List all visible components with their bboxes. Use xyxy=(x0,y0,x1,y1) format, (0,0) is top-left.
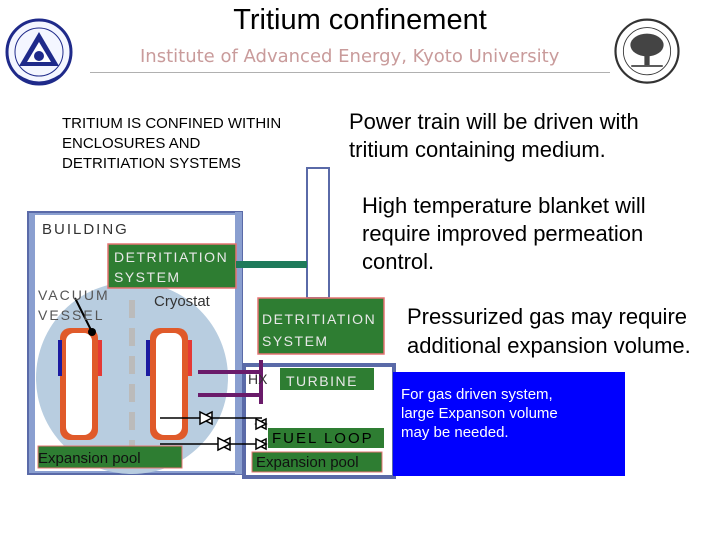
expansion-pool-1-label: Expansion pool xyxy=(38,450,141,467)
coil-blue-2 xyxy=(146,340,150,376)
pointer-dot xyxy=(88,328,96,336)
gas-system-note: For gas driven system, large Expanson vo… xyxy=(393,372,625,476)
blanket-statement: High temperature blanket will require im… xyxy=(362,192,646,276)
detritiation-2-label-line-1: DETRITIATION xyxy=(262,311,376,327)
detritiation-1-label-line-2: SYSTEM xyxy=(114,269,181,285)
confinement-line-3: DETRITIATION SYSTEMS xyxy=(62,155,241,172)
university-logo xyxy=(614,18,680,84)
building-label: BUILDING xyxy=(42,221,129,238)
note-line-1: For gas driven system, xyxy=(401,386,553,403)
valve-icon xyxy=(255,417,268,431)
expansion-pool-1 xyxy=(37,445,183,469)
coil-red-1 xyxy=(98,340,102,376)
pressurized-line-2: additional expansion volume. xyxy=(407,333,691,358)
blanket-line-2: require improved permeation xyxy=(362,221,644,246)
power-train-line-2: tritium containing medium. xyxy=(349,137,606,162)
note-line-3: may be needed. xyxy=(401,424,509,441)
note-line-2: large Expanson volume xyxy=(401,405,558,422)
expansion-pool-2 xyxy=(251,451,383,473)
pressurized-statement: Pressurized gas may require additional e… xyxy=(407,302,691,360)
vacuum-vessel-label-line-2: VESSEL xyxy=(38,307,104,323)
confinement-line-2: ENCLOSURES AND xyxy=(62,135,201,152)
valve-icon xyxy=(255,437,268,451)
turbine-box xyxy=(280,368,374,390)
expansion-pool-2-label: Expansion pool xyxy=(256,454,359,471)
detritiation-system-2 xyxy=(257,297,385,355)
pointer-line xyxy=(74,297,93,333)
turbine-label: TURBINE xyxy=(286,373,358,389)
coil-blue-1 xyxy=(58,340,62,376)
building-wall xyxy=(235,212,242,474)
page-title: Tritium confinement xyxy=(233,4,487,36)
fuel-loop-label: FUEL LOOP xyxy=(272,430,374,447)
blanket-line-3: control. xyxy=(362,249,435,274)
fuel-loop-box xyxy=(268,428,384,448)
vent-pipe xyxy=(236,261,307,268)
confinement-line-1: TRITIUM IS CONFINED WITHIN xyxy=(62,115,282,132)
detritiation-2-label-line-2: SYSTEM xyxy=(262,333,329,349)
plasma-left xyxy=(66,333,92,435)
valve-icon xyxy=(217,436,232,452)
page-subtitle: Institute of Advanced Energy, Kyoto Univ… xyxy=(140,46,560,67)
hx-label: HX xyxy=(248,371,268,387)
power-train-line-1: Power train will be driven with xyxy=(349,109,639,134)
header-divider xyxy=(90,72,610,73)
vacuum-vessel-label-line-1: VACUUM xyxy=(38,287,110,303)
hx-unit xyxy=(259,360,263,404)
power-train-statement: Power train will be driven with tritium … xyxy=(349,108,639,164)
cryostat-label: Cryostat xyxy=(154,293,211,310)
pressurized-line-1: Pressurized gas may require xyxy=(407,304,688,329)
plasma-right xyxy=(156,333,182,435)
institute-logo xyxy=(5,18,73,86)
confinement-statement: TRITIUM IS CONFINED WITHIN ENCLOSURES AN… xyxy=(62,114,281,174)
exhaust-stack xyxy=(306,167,330,299)
valve-icon xyxy=(199,410,214,426)
coil-red-2 xyxy=(188,340,192,376)
detritiation-1-label-line-1: DETRITIATION xyxy=(114,249,228,265)
blanket-line-1: High temperature blanket will xyxy=(362,193,646,218)
